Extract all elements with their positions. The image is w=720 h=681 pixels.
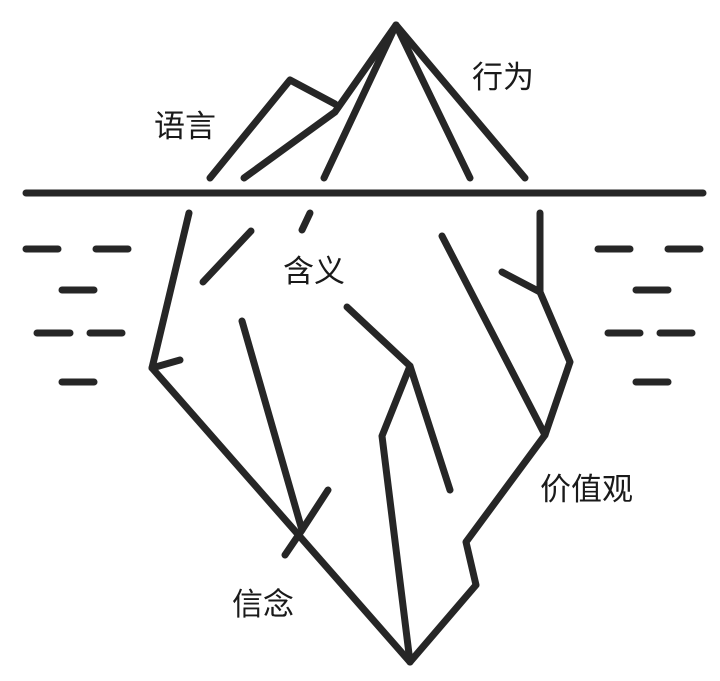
water-ripples-left <box>22 245 132 386</box>
water-ripples-right <box>594 245 704 386</box>
iceberg-body <box>148 209 574 666</box>
label-beliefs: 信念 <box>232 587 294 623</box>
label-language: 语言 <box>154 109 216 145</box>
iceberg-tip <box>206 21 529 182</box>
label-meaning: 含义 <box>283 254 345 290</box>
label-values: 价值观 <box>540 472 633 508</box>
label-behavior: 行为 <box>472 60 534 96</box>
